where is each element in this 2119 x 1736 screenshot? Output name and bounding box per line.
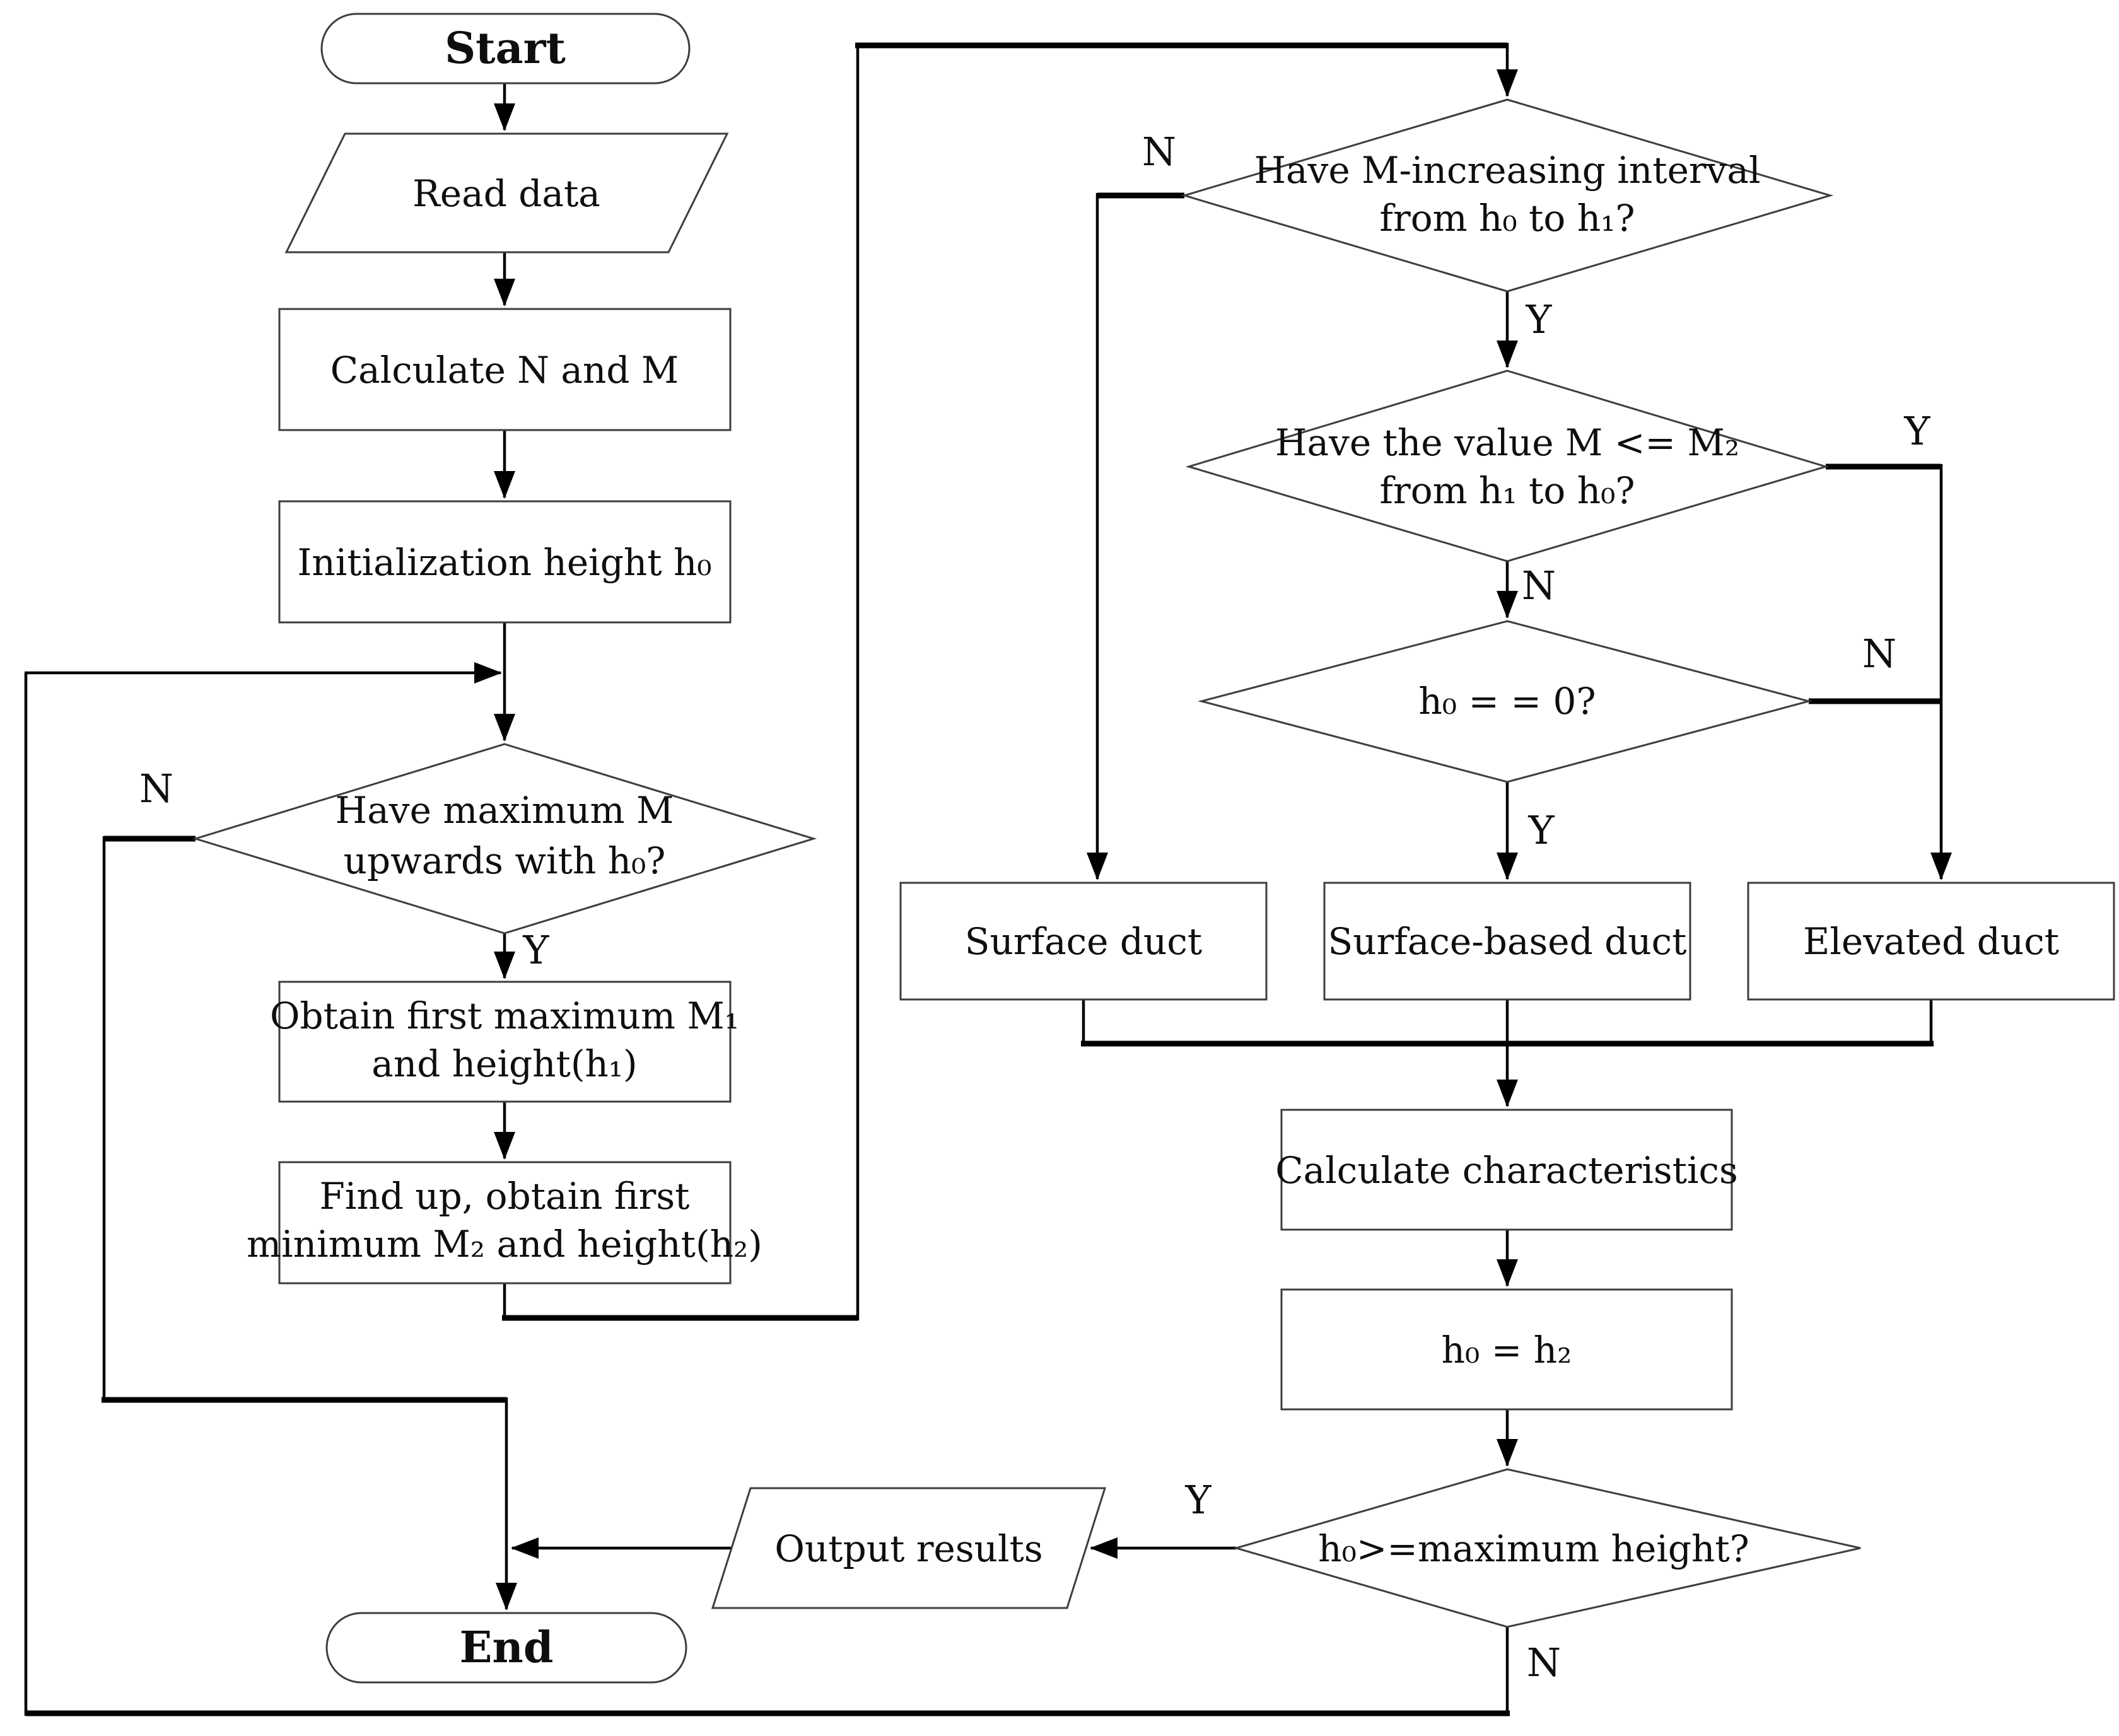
end-terminator <box>325 1612 687 1684</box>
start-terminator <box>320 13 691 84</box>
find-min-box <box>278 1161 732 1285</box>
output-results-parallelogram <box>711 1487 1107 1609</box>
m-increasing-n-label: N <box>1142 129 1176 175</box>
find-min-label-line2: minimum M₂ and height(h₂) <box>247 1223 762 1266</box>
have-max-m-label-line1: Have maximum M <box>336 789 674 832</box>
m-le-m2-label-line1: Have the value M <= M₂ <box>1275 421 1739 464</box>
calc-characteristics-label: Calculate characteristics <box>1275 1149 1738 1192</box>
h0-zero-y-label: Y <box>1528 807 1555 853</box>
have-max-m-n-label: N <box>139 766 173 812</box>
max-height-diamond <box>1232 1468 1861 1628</box>
h0-assign-h2-box <box>1280 1288 1733 1411</box>
elevated-duct-box <box>1747 882 2115 1001</box>
m-le-m2-n-label: N <box>1522 562 1556 609</box>
calculate-nm-box <box>278 308 732 431</box>
calculate-nm-label: Calculate N and M <box>330 349 679 392</box>
have-max-m-label-line2: upwards with h₀? <box>344 839 666 882</box>
surface-duct-label: Surface duct <box>965 920 1202 963</box>
init-height-label: Initialization height h₀ <box>297 541 711 584</box>
obtain-max-box <box>278 981 732 1103</box>
elevated-duct-label: Elevated duct <box>1803 920 2059 963</box>
m-le-m2-label-line2: from h₁ to h₀? <box>1380 469 1635 512</box>
start-label: Start <box>445 23 566 74</box>
m-increasing-label-line1: Have M-increasing interval <box>1254 149 1760 192</box>
m-increasing-y-label: Y <box>1526 296 1553 342</box>
have-max-m-y-label: Y <box>523 927 550 973</box>
max-height-n-label: N <box>1527 1640 1561 1686</box>
h0-zero-n-label: N <box>1862 631 1896 677</box>
end-label: End <box>460 1622 554 1673</box>
obtain-max-label-line1: Obtain first maximum M₁ <box>270 994 739 1037</box>
output-results-label: Output results <box>774 1527 1042 1570</box>
read-data-label: Read data <box>412 172 600 215</box>
surface-based-duct-box <box>1323 882 1691 1001</box>
surface-duct-box <box>899 882 1268 1001</box>
init-height-box <box>278 500 732 624</box>
h0-assign-h2-label: h₀ = h₂ <box>1442 1329 1572 1372</box>
m-le-m2-diamond <box>1185 370 1830 562</box>
obtain-max-label-line2: and height(h₁) <box>371 1042 637 1085</box>
h0-eq-zero-diamond <box>1198 620 1813 783</box>
have-max-m-diamond <box>192 743 817 935</box>
m-increasing-label-line2: from h₀ to h₁? <box>1380 197 1635 240</box>
h0-eq-zero-label: h₀ = = 0? <box>1418 680 1596 723</box>
m-le-m2-y-label: Y <box>1904 408 1931 454</box>
m-increasing-diamond <box>1181 98 1834 293</box>
max-height-y-label: Y <box>1185 1477 1212 1523</box>
read-data-parallelogram <box>284 132 729 253</box>
surface-based-duct-label: Surface-based duct <box>1328 920 1687 963</box>
max-height-label: h₀>=maximum height? <box>1318 1527 1749 1570</box>
find-min-label-line1: Find up, obtain first <box>320 1175 690 1218</box>
calc-characteristics-box <box>1280 1109 1733 1231</box>
